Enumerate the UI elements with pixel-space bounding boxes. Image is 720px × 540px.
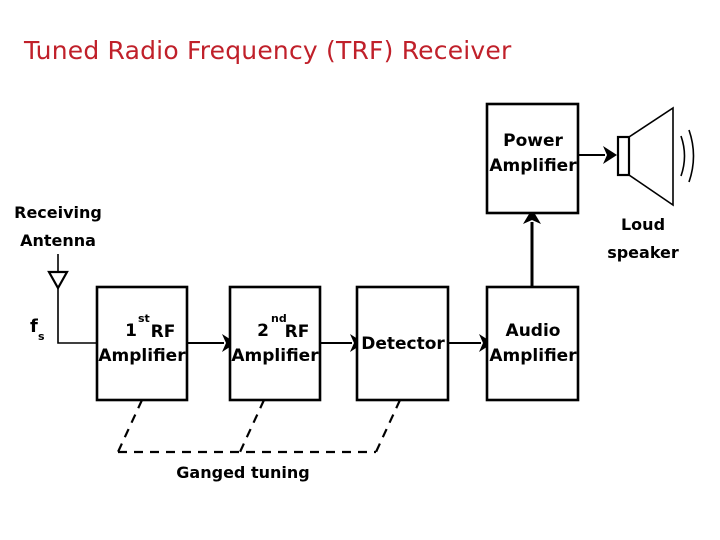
block-rf-amp-2-line2: Amplifier (231, 346, 319, 366)
ganged-tuning-link-2 (239, 399, 265, 453)
loudspeaker-wave-inner-icon (680, 135, 686, 177)
arrowhead-into-poweramp (523, 209, 541, 224)
signal-frequency-label: f s (30, 316, 45, 343)
block-audio-amp-line1: Audio (506, 321, 561, 341)
receiving-antenna-label-line1: Receiving (14, 203, 102, 222)
block-power-amp-line2: Amplifier (489, 156, 577, 176)
loudspeaker-wave-outer-icon (688, 129, 695, 183)
block-rf-amp-1-line2: Amplifier (98, 346, 186, 366)
block-rf-amp-1-tail: RF (151, 322, 176, 342)
loudspeaker-label-line2: speaker (607, 243, 679, 262)
antenna-feed-wire (57, 288, 97, 344)
block-rf-amp-2-ordinal-suffix: nd (271, 312, 287, 325)
block-rf-amp-1-ordinal-suffix: st (138, 312, 150, 325)
block-detector-label: Detector (361, 334, 445, 354)
loudspeaker-group: Loud speaker (607, 106, 695, 262)
signal-frequency-base: f (30, 316, 38, 337)
block-power-amp-box[interactable] (485, 102, 580, 215)
block-audio-amp[interactable]: Audio Amplifier (485, 285, 580, 402)
arrowhead-into-speaker (603, 146, 617, 164)
wire-audioamp-to-poweramp (523, 209, 541, 287)
block-rf-amp-2-box[interactable] (228, 285, 322, 402)
wire-poweramp-to-speaker (578, 146, 617, 164)
antenna-triangle-icon (47, 270, 69, 291)
ganged-tuning-group: Ganged tuning (117, 399, 401, 482)
block-rf-amp-2[interactable]: 2 nd RF Amplifier (228, 285, 322, 402)
ganged-tuning-link-1 (117, 399, 143, 453)
block-rf-amp-1-ordinal: 1 (125, 321, 137, 341)
block-audio-amp-line2: Amplifier (489, 346, 577, 366)
loudspeaker-driver-icon (616, 135, 631, 177)
page-title: Tuned Radio Frequency (TRF) Receiver (24, 36, 512, 65)
receiving-antenna-group: Receiving Antenna (14, 203, 102, 344)
block-audio-amp-box[interactable] (485, 285, 580, 402)
ganged-tuning-link-3 (375, 399, 401, 453)
wire-rfamp1-to-rfamp2 (187, 334, 236, 352)
block-detector-box[interactable] (355, 285, 450, 402)
block-rf-amp-2-tail: RF (285, 322, 310, 342)
block-detector[interactable]: Detector (355, 285, 450, 402)
block-power-amp-line1: Power (503, 131, 563, 151)
signal-frequency-subscript: s (38, 330, 45, 343)
loudspeaker-label-line1: Loud (621, 215, 665, 234)
loudspeaker-horn-icon (628, 106, 674, 207)
block-rf-amp-1-box[interactable] (95, 285, 189, 402)
receiving-antenna-label-line2: Antenna (20, 231, 96, 250)
block-rf-amp-2-ordinal: 2 (257, 321, 269, 341)
block-rf-amp-1[interactable]: 1 st RF Amplifier (95, 285, 189, 402)
block-power-amp[interactable]: Power Amplifier (485, 102, 580, 215)
ganged-tuning-label: Ganged tuning (176, 463, 309, 482)
